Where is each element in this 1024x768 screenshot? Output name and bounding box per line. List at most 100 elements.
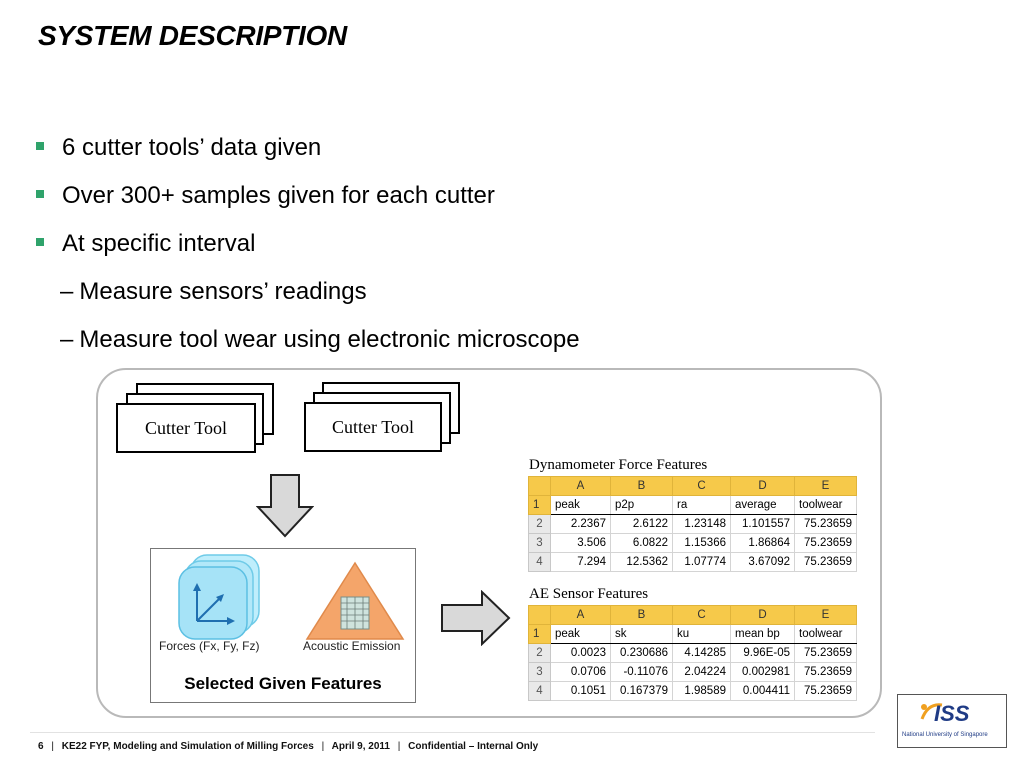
logo-swoosh-icon — [920, 703, 943, 720]
row-header[interactable]: 2 — [528, 514, 551, 534]
data-cell[interactable]: 1.07774 — [672, 552, 731, 572]
data-cell[interactable]: 3.506 — [550, 533, 611, 553]
row-header[interactable]: 1 — [528, 624, 551, 644]
cutter-tool-stack-left: Cutter Tool — [116, 383, 276, 463]
data-cell[interactable]: 0.0706 — [550, 662, 611, 682]
table-row: 4 0.1051 0.167379 1.98589 0.004411 75.23… — [528, 681, 857, 701]
footer-date: April 9, 2011 — [331, 741, 390, 752]
column-header-row: A B C D E — [528, 605, 857, 625]
data-cell[interactable]: 75.23659 — [794, 681, 857, 701]
table-row: 2 0.0023 0.230686 4.14285 9.96E-05 75.23… — [528, 643, 857, 663]
cutter-tool-label: Cutter Tool — [332, 416, 414, 437]
ae-sensor-sheet: A B C D E 1 peak sk ku mean bp toolwear … — [528, 605, 857, 701]
data-cell[interactable]: 1.23148 — [672, 514, 731, 534]
sheet-corner[interactable] — [528, 476, 551, 496]
right-arrow-icon — [441, 590, 511, 646]
data-cell[interactable]: 4.14285 — [672, 643, 731, 663]
slide-title: SYSTEM DESCRIPTION — [38, 20, 347, 51]
dash-marker: – — [60, 278, 74, 305]
footer-separator: | — [321, 741, 325, 752]
data-cell[interactable]: 2.2367 — [550, 514, 611, 534]
iss-logo: ISS National University of Singapore — [897, 694, 1007, 748]
column-header[interactable]: A — [550, 605, 611, 625]
data-cell[interactable]: 2.6122 — [610, 514, 673, 534]
acoustic-emission-icon — [305, 561, 405, 640]
logo-subtitle: National University of Singapore — [902, 732, 988, 738]
footer-separator: | — [51, 741, 54, 752]
data-cell[interactable]: 0.0023 — [550, 643, 611, 663]
field-cell[interactable]: sk — [610, 624, 673, 644]
field-cell[interactable]: mean bp — [730, 624, 795, 644]
row-header[interactable]: 4 — [528, 552, 551, 572]
table-row: 4 7.294 12.5362 1.07774 3.67092 75.23659 — [528, 552, 857, 572]
data-cell[interactable]: 1.98589 — [672, 681, 731, 701]
row-header[interactable]: 2 — [528, 643, 551, 663]
data-cell[interactable]: 0.1051 — [550, 681, 611, 701]
sub-bullet-text: Measure sensors’ readings — [79, 278, 367, 305]
data-cell[interactable]: 1.101557 — [730, 514, 795, 534]
row-header[interactable]: 3 — [528, 662, 551, 682]
column-header[interactable]: A — [550, 476, 611, 496]
bullet-item: Over 300+ samples given for each cutter — [36, 172, 936, 220]
data-cell[interactable]: 1.86864 — [730, 533, 795, 553]
column-header[interactable]: D — [730, 605, 795, 625]
data-cell[interactable]: 0.004411 — [730, 681, 795, 701]
column-header[interactable]: B — [610, 476, 673, 496]
field-cell[interactable]: ku — [672, 624, 731, 644]
field-cell[interactable]: p2p — [610, 495, 673, 515]
bullet-text: At specific interval — [62, 230, 256, 257]
bullet-square-icon — [36, 238, 44, 246]
forces-label: Forces (Fx, Fy, Fz) — [159, 639, 260, 653]
field-cell[interactable]: peak — [550, 495, 611, 515]
data-cell[interactable]: 0.230686 — [610, 643, 673, 663]
data-cell[interactable]: 3.67092 — [730, 552, 795, 572]
data-cell[interactable]: 0.002981 — [730, 662, 795, 682]
field-name-row: 1 peak p2p ra average toolwear — [528, 495, 857, 515]
data-cell[interactable]: 12.5362 — [610, 552, 673, 572]
row-header[interactable]: 3 — [528, 533, 551, 553]
footer-confidential: Confidential – Internal Only — [408, 741, 539, 752]
column-header[interactable]: E — [794, 605, 857, 625]
column-header[interactable]: E — [794, 476, 857, 496]
row-header[interactable]: 1 — [528, 495, 551, 515]
cutter-tool-stack-right: Cutter Tool — [304, 382, 464, 462]
data-cell[interactable]: 6.0822 — [610, 533, 673, 553]
data-cell[interactable]: -0.11076 — [610, 662, 673, 682]
row-header[interactable]: 4 — [528, 681, 551, 701]
data-cell[interactable]: 75.23659 — [794, 552, 857, 572]
features-caption: Selected Given Features — [184, 674, 382, 693]
forces-axes-icon — [178, 554, 260, 640]
column-header[interactable]: C — [672, 605, 731, 625]
cutter-tool-label: Cutter Tool — [145, 417, 227, 438]
field-name-row: 1 peak sk ku mean bp toolwear — [528, 624, 857, 644]
bullet-text: 6 cutter tools’ data given — [62, 134, 322, 161]
column-header[interactable]: C — [672, 476, 731, 496]
sheet-corner[interactable] — [528, 605, 551, 625]
bullet-list: 6 cutter tools’ data given Over 300+ sam… — [36, 124, 936, 364]
slide-footer: 6 | KE22 FYP, Modeling and Simulation of… — [38, 741, 538, 752]
acoustic-emission-label: Acoustic Emission — [303, 639, 401, 653]
footer-separator: | — [397, 741, 401, 752]
field-cell[interactable]: toolwear — [794, 495, 857, 515]
data-cell[interactable]: 75.23659 — [794, 662, 857, 682]
data-cell[interactable]: 2.04224 — [672, 662, 731, 682]
logo-text: ISS — [934, 701, 970, 726]
column-header[interactable]: D — [730, 476, 795, 496]
cutter-tool-card: Cutter Tool — [116, 403, 256, 453]
data-cell[interactable]: 0.167379 — [610, 681, 673, 701]
field-cell[interactable]: toolwear — [794, 624, 857, 644]
footer-divider — [30, 732, 875, 733]
data-cell[interactable]: 75.23659 — [794, 643, 857, 663]
sub-bullet-item: – Measure sensors’ readings — [36, 268, 936, 316]
data-cell[interactable]: 1.15366 — [672, 533, 731, 553]
field-cell[interactable]: ra — [672, 495, 731, 515]
data-cell[interactable]: 75.23659 — [794, 514, 857, 534]
data-cell[interactable]: 7.294 — [550, 552, 611, 572]
field-cell[interactable]: peak — [550, 624, 611, 644]
footer-course: KE22 FYP, Modeling and Simulation of Mil… — [61, 741, 314, 752]
column-header[interactable]: B — [610, 605, 673, 625]
data-cell[interactable]: 9.96E-05 — [730, 643, 795, 663]
data-cell[interactable]: 75.23659 — [794, 533, 857, 553]
field-cell[interactable]: average — [730, 495, 795, 515]
sub-bullet-item: – Measure tool wear using electronic mic… — [36, 316, 936, 364]
